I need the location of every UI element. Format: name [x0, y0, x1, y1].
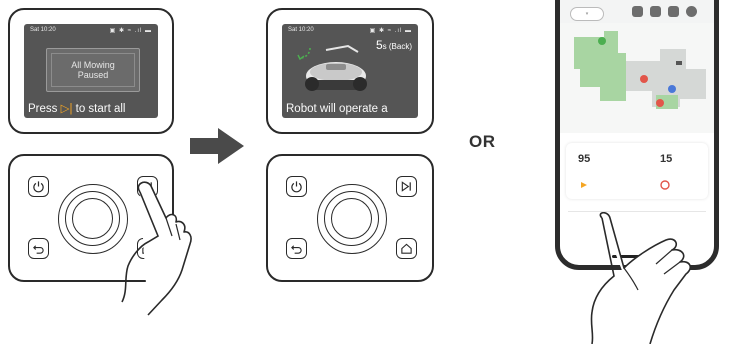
- area-value: 15: [660, 153, 672, 165]
- status-card: 95 15: [566, 143, 708, 199]
- hand-pointer-icon: [121, 181, 192, 316]
- power-icon: [33, 181, 44, 193]
- control-dial[interactable]: [58, 184, 128, 254]
- mower-selector[interactable]: ▾: [570, 7, 604, 21]
- keypad-2: [266, 154, 434, 282]
- status-icons: ▣ ✱ ≈ .ıl ▬: [369, 28, 412, 34]
- stop-icon[interactable]: [660, 180, 670, 190]
- instruction-prefix: Press: [28, 103, 61, 115]
- map-zones: [574, 31, 706, 109]
- status-time: Sat 10:20: [288, 27, 314, 33]
- lawn-map[interactable]: [560, 23, 714, 133]
- control-dial-ring: [65, 191, 120, 246]
- area-number: 15: [660, 153, 673, 165]
- paused-message-line2: Paused: [77, 70, 109, 80]
- back-button[interactable]: [286, 238, 307, 259]
- start-pause-button[interactable]: [396, 176, 417, 197]
- or-label: OR: [469, 132, 496, 151]
- control-dial-ring: [324, 191, 379, 246]
- lcd-display: Sat 10:20 ▣ ✱ ≈ .ıl ▬ 5s (Back) Robot wi…: [282, 24, 418, 118]
- power-icon: [291, 181, 302, 193]
- countdown-note: (Back): [386, 42, 412, 51]
- lcd-display: Sat 10:20 ▣ ✱ ≈ .ıl ▬ All Mowing Paused …: [24, 24, 158, 118]
- settings-icon[interactable]: [686, 6, 697, 17]
- calendar-icon[interactable]: [632, 6, 643, 17]
- app-header: ▾: [560, 0, 714, 23]
- status-time: Sat 10:20: [30, 27, 56, 33]
- hand-pointer-icon: [590, 212, 692, 344]
- status-bar: Sat 10:20 ▣ ✱ ≈ .ıl ▬: [288, 27, 412, 37]
- map-icon[interactable]: [650, 6, 661, 17]
- countdown-unit: s: [382, 42, 387, 51]
- start-instruction: Press ▷| to start all: [28, 101, 158, 115]
- home-button[interactable]: [396, 238, 417, 259]
- screen-countdown-card: Sat 10:20 ▣ ✱ ≈ .ıl ▬ 5s (Back) Robot wi…: [266, 8, 434, 134]
- battery-number: 95: [578, 153, 591, 165]
- robot-mower-icon: [297, 44, 367, 91]
- power-button[interactable]: [286, 176, 307, 197]
- back-icon: [291, 245, 302, 254]
- arrow-right-icon: [190, 128, 244, 164]
- back-icon: [33, 245, 44, 254]
- status-icons: ▣ ✱ ≈ .ıl ▬: [109, 28, 152, 34]
- home-icon: [401, 243, 412, 254]
- screen-paused-card: Sat 10:20 ▣ ✱ ≈ .ıl ▬ All Mowing Paused …: [8, 8, 174, 134]
- control-dial-center: [72, 198, 113, 239]
- start-icon[interactable]: [580, 181, 588, 189]
- paused-message-box: All Mowing Paused: [46, 48, 140, 92]
- control-dial[interactable]: [317, 184, 387, 254]
- instruction-suffix: to start all: [72, 103, 126, 115]
- play-pause-icon: [401, 181, 411, 192]
- countdown-readout: 5s (Back): [376, 38, 412, 52]
- operate-text: Robot will operate a: [286, 103, 388, 115]
- paused-message-line1: All Mowing: [71, 60, 115, 70]
- phone-app-screen: ▾ 95 15: [555, 0, 719, 270]
- list-icon[interactable]: [668, 6, 679, 17]
- status-bar: Sat 10:20 ▣ ✱ ≈ .ıl ▬: [30, 27, 152, 37]
- play-pause-symbol: ▷|: [60, 103, 73, 115]
- power-button[interactable]: [28, 176, 49, 197]
- countdown-value: 5: [375, 38, 383, 52]
- battery-value: 95: [578, 153, 590, 165]
- divider: [568, 211, 706, 212]
- control-dial-center: [331, 198, 372, 239]
- back-button[interactable]: [28, 238, 49, 259]
